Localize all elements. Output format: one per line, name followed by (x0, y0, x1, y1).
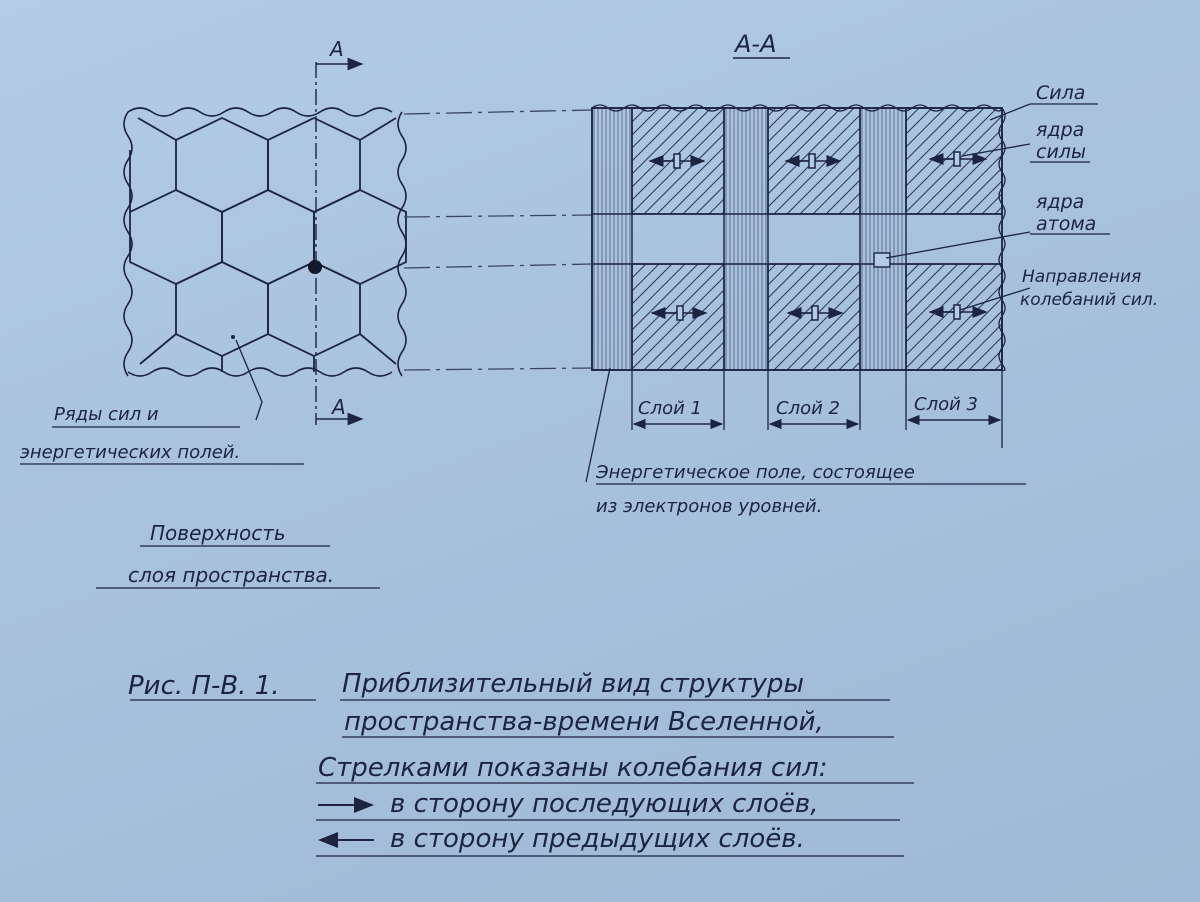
label-force: Сила (1036, 82, 1085, 104)
label-rows-2: энергетических полей. (20, 442, 240, 463)
force-core-1b (650, 305, 708, 321)
energy-field-col-2 (723, 107, 769, 371)
hex-cells (129, 117, 407, 372)
label-oscillation-2: колебаний сил. (1020, 290, 1158, 310)
caption-line-3: Стрелками показаны колебания сил: (318, 753, 828, 783)
label-force-cores-2: силы (1036, 141, 1086, 163)
atom-core-marker (873, 252, 891, 268)
label-layer-3: Слой 3 (914, 394, 978, 415)
leader-lines (235, 103, 1110, 483)
label-atom-cores-1: ядра (1036, 191, 1084, 213)
caption-line-2: пространства-времени Вселенной, (344, 707, 824, 737)
label-rows-1: Ряды сил и (54, 404, 159, 425)
label-energy-field-2: из электронов уровней. (596, 496, 822, 517)
atom-core-dot (308, 260, 322, 274)
label-layer-1: Слой 1 (638, 398, 702, 419)
label-layer-2: Слой 2 (776, 398, 840, 419)
projection-lines (403, 109, 593, 371)
caption-line-1: Приблизительный вид структуры (342, 669, 804, 699)
force-core-3b (928, 304, 988, 320)
label-energy-field-1: Энергетическое поле, состоящее (595, 462, 915, 483)
section-block (591, 104, 1006, 372)
label-force-cores-1: ядра (1036, 119, 1084, 141)
energy-field-col-1 (591, 107, 633, 371)
caption-line-4: в сторону последующих слоёв, (390, 789, 819, 819)
force-core-2a (784, 153, 842, 169)
force-core-1a (648, 153, 706, 169)
caption-line-5: в сторону предыдущих слоёв. (390, 824, 805, 854)
hex-surface (123, 57, 407, 426)
section-mark-top: A (328, 37, 344, 61)
label-atom-cores-2: атома (1036, 213, 1096, 235)
section-view-title: A-A (733, 30, 777, 58)
figure-caption: Рис. П-В. 1. Приблизительный вид структу… (128, 669, 914, 857)
force-core-2b (786, 305, 844, 321)
label-oscillation-1: Направления (1022, 267, 1141, 287)
layer-dimensions (631, 370, 1003, 448)
caption-figure-number: Рис. П-В. 1. (128, 671, 280, 701)
force-core-3a (928, 151, 988, 167)
label-surface-1: Поверхность (150, 521, 286, 545)
oscillation-arrows (648, 151, 988, 321)
label-surface-2: слоя пространства. (128, 563, 334, 587)
section-mark-bottom: A (330, 395, 346, 419)
energy-field-col-3 (859, 107, 907, 371)
